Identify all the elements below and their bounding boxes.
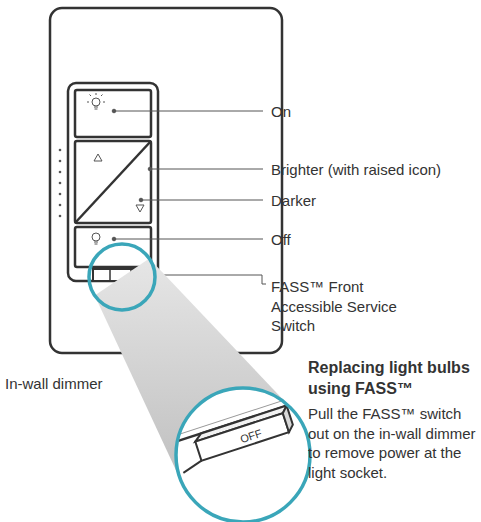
on-button xyxy=(75,90,151,137)
rocker-button xyxy=(75,141,151,223)
leader-lines xyxy=(112,109,266,284)
magnified-view xyxy=(177,389,309,521)
instruction-text: Pull the FASS™ switch out on the in-wall… xyxy=(308,404,478,482)
instruction-heading: Replacing light bulbs using FASS™ xyxy=(308,358,478,400)
darker-arrow xyxy=(136,205,144,212)
button-label: Darker xyxy=(271,191,451,211)
bulb-icon-on xyxy=(87,93,105,109)
button-label: Off xyxy=(271,230,451,250)
level-dots xyxy=(59,149,62,218)
figure-caption: In-wall dimmer xyxy=(5,374,165,394)
brighter-arrow xyxy=(94,154,102,161)
button-label: Brighter (with raised icon) xyxy=(271,160,479,180)
bulb-icon-off xyxy=(92,233,100,244)
magnifier-ring-large xyxy=(176,388,310,522)
button-label: On xyxy=(271,102,451,122)
magnifier-ring-small xyxy=(89,244,155,310)
rocker-split xyxy=(75,141,151,223)
fass-label: FASS™ Front Accessible Service Switch xyxy=(271,277,406,336)
